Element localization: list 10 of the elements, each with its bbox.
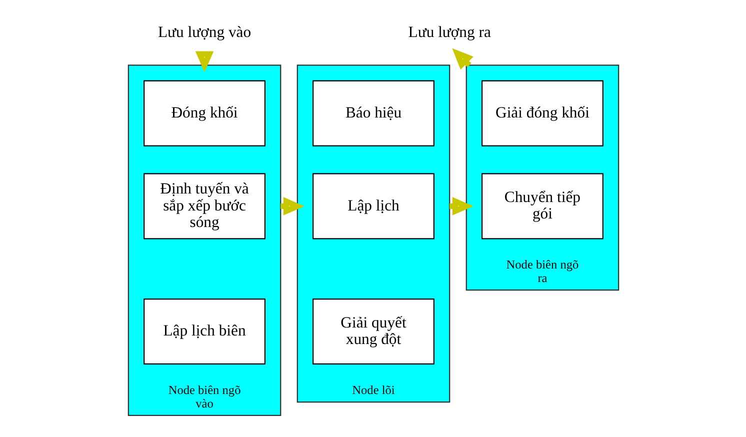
node-text: Lưu lượng vào: [157, 24, 251, 41]
node-box: Lập lịch biên: [143, 298, 265, 365]
node-box: Giải quyết xung đột: [312, 298, 434, 365]
node-box: Giải đóng khối: [481, 80, 603, 146]
node-box: Định tuyến và sắp xếp bước sóng: [143, 173, 265, 240]
node-box: Chuyển tiếp gói: [481, 173, 603, 240]
node-box: Lập lịch: [312, 173, 434, 240]
node-box: Đóng khối: [143, 80, 265, 146]
node-text: Lưu lượng ra: [408, 24, 490, 41]
node-box: Báo hiệu: [312, 80, 434, 146]
